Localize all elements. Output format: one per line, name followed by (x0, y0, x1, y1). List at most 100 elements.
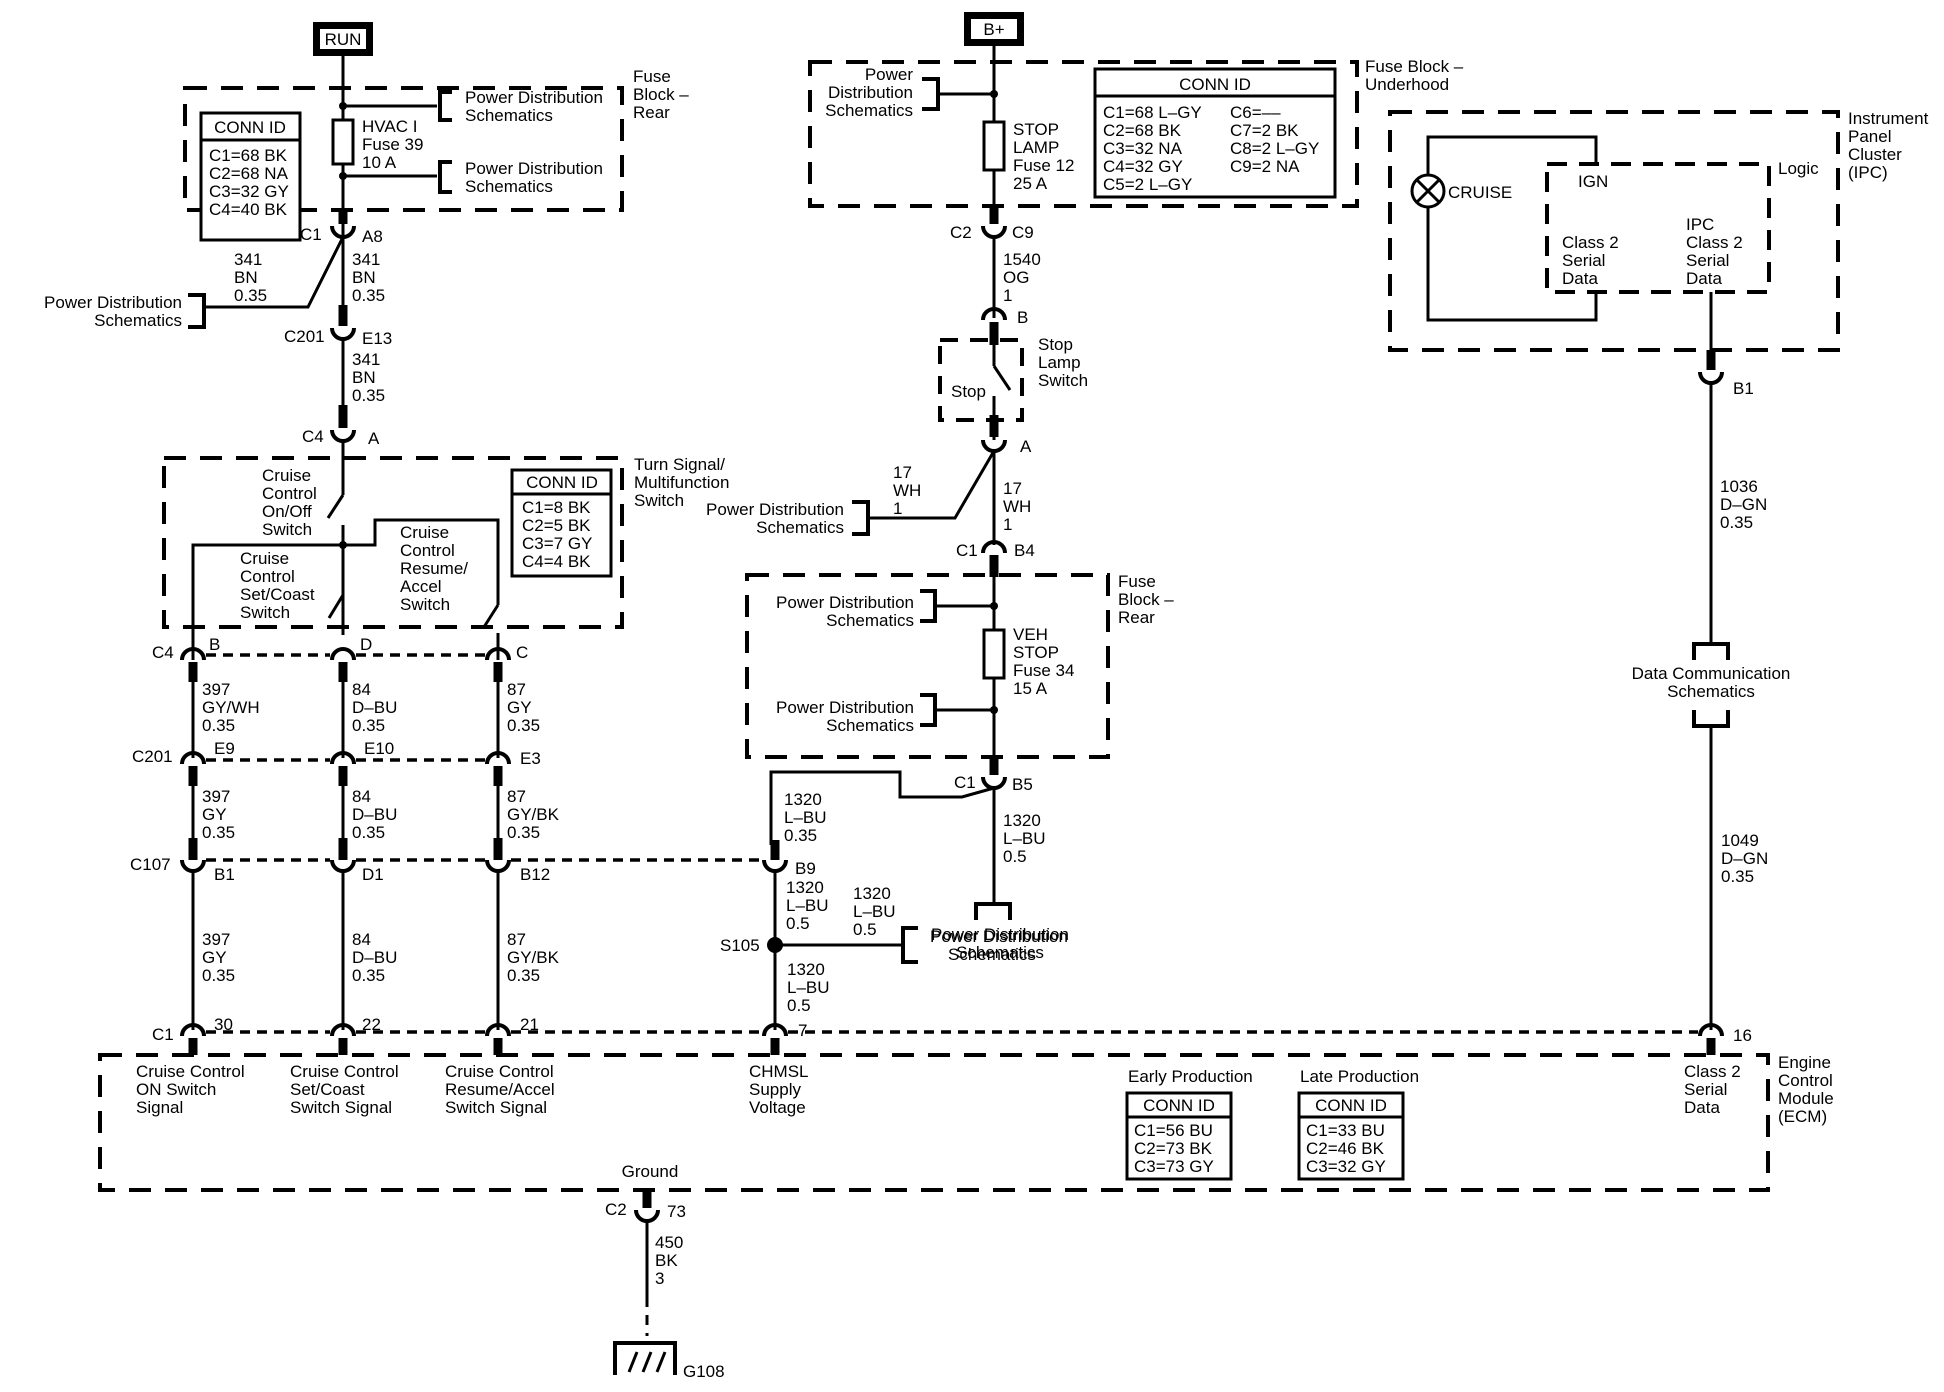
svg-text:C2=46 BK: C2=46 BK (1306, 1139, 1385, 1158)
svg-text:Schematics[interactable]: Schematics (465, 177, 553, 196)
svg-text:E9: E9 (214, 739, 235, 758)
svg-text:1320: 1320 (853, 884, 891, 903)
wire-label-84: 84 D–BU 0.35 (352, 787, 397, 842)
svg-text:73: 73 (667, 1202, 686, 1221)
on-off-switch-label: Cruise Control On/Off Switch (262, 466, 317, 539)
svg-text:C3=73 GY: C3=73 GY (1134, 1157, 1214, 1176)
svg-text:Rear: Rear (1118, 608, 1155, 627)
power-distribution-link[interactable]: Power Distribution (465, 159, 603, 178)
power-distribution-link[interactable]: Power Distribution (706, 500, 844, 519)
svg-text:Module: Module (1778, 1089, 1834, 1108)
svg-text:S105: S105 (720, 936, 760, 955)
svg-text:Cluster: Cluster (1848, 145, 1902, 164)
svg-text:GY: GY (507, 698, 532, 717)
connector-c1-a8: C1 A8 (300, 210, 383, 246)
svg-text:D–BU: D–BU (352, 698, 397, 717)
fuse-block-rear-mid: Fuse Block – Rear Power Distribution Sch… (745, 572, 1174, 775)
svg-text:Resume/: Resume/ (400, 559, 468, 578)
svg-text:Fuse Block –: Fuse Block – (1365, 57, 1464, 76)
svg-text:Schematics[interactable]: Schematics (956, 943, 1044, 962)
svg-text:C2: C2 (605, 1200, 627, 1219)
svg-text:17: 17 (1003, 479, 1022, 498)
svg-text:1320: 1320 (786, 878, 824, 897)
svg-text:1: 1 (1003, 515, 1012, 534)
svg-text:Block –: Block – (1118, 590, 1174, 609)
svg-text:Switch Signal: Switch Signal (290, 1098, 392, 1117)
svg-text:C2=68 BK: C2=68 BK (1103, 121, 1182, 140)
svg-text:Schematics[interactable]: Schematics (465, 106, 553, 125)
svg-text:0.35: 0.35 (1721, 867, 1754, 886)
svg-text:Schematics[interactable]: Schematics (948, 945, 1036, 964)
svg-text:Schematics[interactable]: Schematics (94, 311, 182, 330)
svg-text:0.35: 0.35 (507, 966, 540, 985)
svg-text:D–GN: D–GN (1720, 495, 1767, 514)
svg-text:17: 17 (893, 463, 912, 482)
svg-text:Stop: Stop (951, 382, 986, 401)
svg-text:Fuse: Fuse (633, 67, 671, 86)
wire-label-1320: 1320 L–BU 0.5 (853, 884, 896, 939)
svg-text:CONN ID: CONN ID (1179, 75, 1251, 94)
svg-text:Class 2: Class 2 (1562, 233, 1619, 252)
svg-text:Schematics[interactable]: Schematics (1667, 682, 1755, 701)
power-distribution-link[interactable]: Power Distribution (930, 927, 1068, 946)
data-communication-link[interactable]: Data Communication (1632, 664, 1791, 683)
wire-label-1540: 1540 OG 1 (1003, 250, 1041, 305)
svg-text:Rear: Rear (633, 103, 670, 122)
wire-label-87: 87 GY/BK 0.35 (507, 930, 560, 985)
svg-text:341: 341 (352, 350, 380, 369)
connector-c201-e13: C201 E13 (284, 305, 392, 348)
ground-icon (613, 1341, 677, 1375)
svg-text:3: 3 (655, 1269, 664, 1288)
instrument-panel-cluster: Instrument Panel Cluster (IPC) Logic CRU… (1388, 109, 1929, 352)
svg-text:Data: Data (1684, 1098, 1720, 1117)
wire-label-397: 397 GY 0.35 (202, 930, 235, 985)
svg-text:87: 87 (507, 787, 526, 806)
svg-text:CONN ID: CONN ID (214, 118, 286, 137)
wire-label-1036: 1036 D–GN 0.35 (1720, 477, 1767, 532)
svg-text:D–BU: D–BU (352, 805, 397, 824)
svg-text:Cruise: Cruise (240, 549, 289, 568)
svg-text:Schematics[interactable]: Schematics (756, 518, 844, 537)
svg-text:B: B (1017, 308, 1028, 327)
wire-label-17-branch: 17 WH 1 (893, 463, 921, 518)
wire-label-397: 397 GY/WH 0.35 (202, 680, 260, 735)
svg-text:Set/Coast: Set/Coast (290, 1080, 365, 1099)
svg-text:WH: WH (893, 481, 921, 500)
svg-text:(ECM): (ECM) (1778, 1107, 1827, 1126)
svg-text:C8=2 L–GY: C8=2 L–GY (1230, 139, 1319, 158)
power-distribution-link[interactable]: Power Distribution (465, 88, 603, 107)
svg-text:Resume/Accel: Resume/Accel (445, 1080, 555, 1099)
wire-label-1320: 1320 L–BU 0.5 (786, 878, 829, 933)
svg-text:C1=8 BK: C1=8 BK (522, 498, 591, 517)
svg-text:Schematics[interactable]: Schematics (826, 611, 914, 630)
power-distribution-link[interactable]: Power Distribution (776, 698, 914, 717)
svg-text:341: 341 (234, 250, 262, 269)
svg-text:0.5: 0.5 (787, 996, 811, 1015)
power-distribution-link[interactable]: Power (865, 65, 914, 84)
svg-text:1320: 1320 (787, 960, 825, 979)
power-distribution-link[interactable]: Power Distribution (931, 925, 1069, 944)
svg-text:0.35: 0.35 (202, 823, 235, 842)
svg-text:LAMP: LAMP (1013, 138, 1059, 157)
svg-text:BN: BN (234, 268, 258, 287)
svg-text:Signal: Signal (136, 1098, 183, 1117)
svg-text:VEH: VEH (1013, 625, 1048, 644)
svg-text:HVAC I: HVAC I (362, 117, 417, 136)
svg-text:0.5: 0.5 (786, 914, 810, 933)
svg-text:30: 30 (214, 1015, 233, 1034)
svg-text:C1=68 L–GY: C1=68 L–GY (1103, 103, 1202, 122)
svg-text:C107: C107 (130, 855, 171, 874)
connector-c1-b4: C1 B4 (956, 540, 1035, 577)
svg-text:Voltage: Voltage (749, 1098, 806, 1117)
wire-label-341-branch: 341 BN 0.35 (234, 250, 267, 305)
power-distribution-link[interactable]: Power Distribution (44, 293, 182, 312)
svg-text:Schematics[interactable]: Schematics (825, 101, 913, 120)
svg-text:Distribution[interactable]: Distribution (828, 83, 913, 102)
svg-text:Schematics[interactable]: Schematics (826, 716, 914, 735)
power-distribution-link[interactable]: Power Distribution (776, 593, 914, 612)
connector-b1: B1 (1698, 371, 1754, 398)
svg-text:Multifunction: Multifunction (634, 473, 729, 492)
svg-text:Control: Control (240, 567, 295, 586)
fuse-block-rear-top: Fuse Block – Rear CONN ID C1=68 BK C2=68… (183, 56, 689, 262)
svg-text:IGN: IGN (1578, 172, 1608, 191)
